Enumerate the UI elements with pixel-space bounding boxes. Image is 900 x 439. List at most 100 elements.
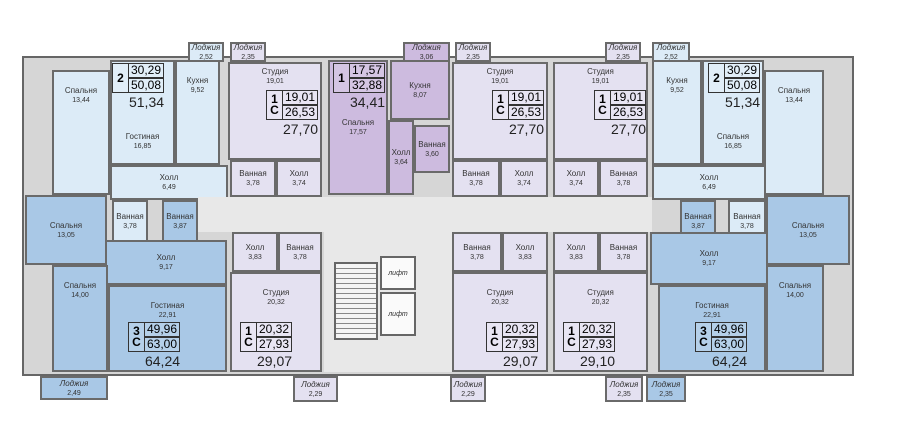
room-count: 1 [491, 324, 498, 338]
full-area: 34,41 [349, 94, 386, 110]
room-area: 9,52 [670, 87, 684, 94]
room-name: Кухня [409, 80, 431, 90]
living-area: 19,01 [509, 90, 544, 105]
room-area: 22,91 [703, 312, 721, 319]
room-name: Холл [699, 173, 719, 182]
room-area: 3,78 [246, 180, 260, 187]
room-name: Студия [587, 288, 614, 297]
room-name: Ванная [239, 169, 267, 178]
room-area: 3,78 [123, 222, 137, 230]
room-name: Студия [262, 288, 290, 297]
room-area: 3,87 [691, 222, 705, 230]
living-area: 20,32 [257, 322, 292, 337]
room-49: Гостиная 22,91 [658, 285, 766, 372]
room-count: 3 [700, 324, 707, 338]
room-name: Спальня [341, 118, 375, 127]
room-count: 1 [245, 324, 252, 338]
room-name: Лоджия [458, 42, 488, 52]
room-area: 2,52 [664, 53, 678, 61]
full-area: 51,34 [128, 94, 165, 110]
room-name: Ванная [609, 242, 638, 252]
studio-mark: С [490, 335, 499, 349]
studio-mark: С [270, 103, 279, 117]
living-area: 19,01 [283, 90, 318, 105]
living-area: 49,96 [712, 322, 747, 337]
room-area: 14,00 [71, 292, 89, 299]
room-area: 2,52 [199, 53, 213, 61]
total-area: 63,00 [145, 337, 180, 351]
room-count: 1 [497, 92, 504, 106]
full-area: 27,70 [282, 121, 319, 137]
room-name: Холл [514, 169, 534, 178]
room-area: 3,78 [740, 222, 754, 230]
total-area: 32,88 [350, 78, 385, 92]
total-area: 63,00 [712, 337, 747, 351]
full-area: 64,24 [711, 353, 748, 369]
studio-mark: С [132, 335, 141, 349]
studio-mark: С [567, 335, 576, 349]
staircase [334, 262, 378, 340]
room-area: 2,35 [659, 390, 673, 398]
room-area: 3,78 [470, 253, 484, 261]
room-name: Лоджия [191, 42, 221, 52]
living-area: 30,29 [129, 63, 164, 78]
room-name: Ванная [609, 169, 638, 178]
studio-mark: С [244, 335, 253, 349]
full-area: 29,07 [256, 353, 293, 369]
room-area: 19,01 [591, 78, 610, 85]
room-count: 1 [338, 70, 345, 85]
total-area: 50,08 [725, 78, 760, 92]
room-area: 2,35 [241, 53, 255, 61]
room-name: Гостиная [695, 301, 729, 310]
room-name: Ванная [684, 211, 712, 221]
room-name: Спальня [716, 132, 750, 141]
room-name: Кухня [666, 76, 688, 85]
studio-mark: С [598, 103, 607, 117]
room-name: Лоджия [453, 379, 483, 389]
room-name: Лоджия [656, 42, 686, 52]
room-area: 3,64 [394, 159, 408, 166]
total-area: 26,53 [283, 105, 318, 119]
room-name: Ванная [286, 242, 314, 252]
room-area: 6,49 [162, 184, 176, 191]
room-25: Кухня 9,52 [652, 60, 702, 165]
